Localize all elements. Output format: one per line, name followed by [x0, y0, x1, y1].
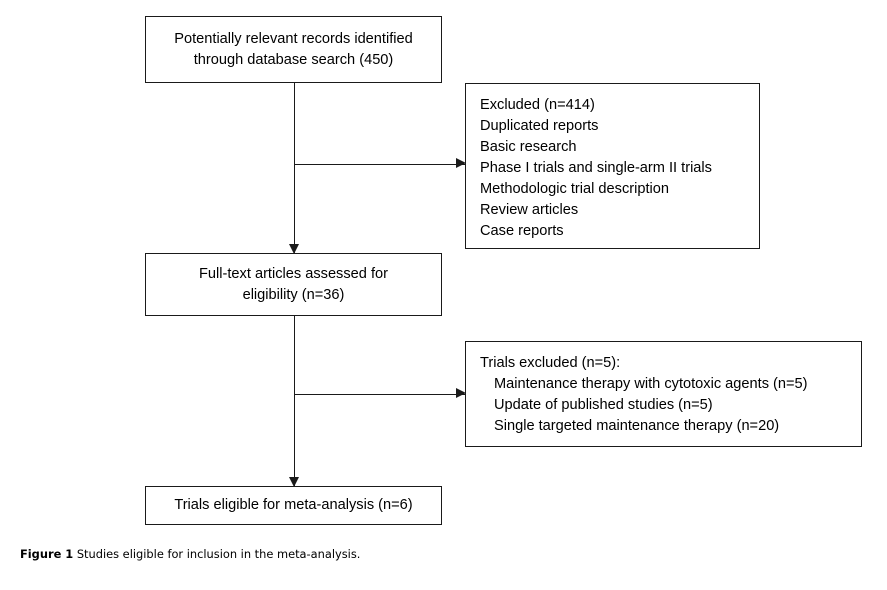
flow-node-fulltext-assessed: Full-text articles assessed for eligibil… [145, 253, 442, 316]
flow-node-line: Methodologic trial description [480, 181, 670, 197]
flow-node-line: Potentially relevant records identified [174, 30, 413, 47]
flow-node-line: eligibility (n=36) [242, 286, 345, 303]
figure-caption-text: Studies eligible for inclusion in the me… [76, 547, 361, 561]
connector-fulltext-to-eligible [293, 316, 296, 486]
flow-node-records-identified: Potentially relevant records identified … [145, 16, 442, 83]
flow-node-line: Case reports [480, 223, 564, 239]
flow-node-line: Review articles [480, 202, 579, 218]
arrowhead-down-icon [288, 477, 299, 487]
arrowhead-down-icon [288, 244, 299, 254]
flow-node-line: Duplicated reports [480, 118, 599, 134]
flow-node-line: Single targeted maintenance therapy (n=2… [494, 418, 780, 434]
arrowhead-right-icon [456, 158, 466, 169]
figure-caption: Figure 1 Studies eligible for inclusion … [20, 546, 360, 562]
flow-node-line: Basic research [480, 139, 577, 155]
flow-node-line: Full-text articles assessed for [199, 265, 388, 282]
connector-identified-to-fulltext [293, 83, 296, 253]
flow-node-trials-eligible: Trials eligible for meta-analysis (n=6) [145, 486, 442, 525]
flow-node-excluded-reasons: Excluded (n=414) Duplicated reports Basi… [465, 83, 760, 249]
flow-node-text: Potentially relevant records identified … [174, 29, 413, 71]
flow-node-line: Trials eligible for meta-analysis (n=6) [174, 497, 413, 513]
flow-node-line: Phase I trials and single-arm II trials [480, 160, 712, 176]
arrowhead-right-icon [456, 388, 466, 399]
flow-node-line: Update of published studies (n=5) [494, 397, 713, 413]
figure-caption-label: Figure 1 [20, 547, 74, 561]
connector-branch-to-trials-excluded [294, 393, 465, 396]
flow-node-line: Trials excluded (n=5): [480, 355, 621, 371]
flow-node-line: Maintenance therapy with cytotoxic agent… [494, 376, 808, 392]
flow-node-line: Excluded (n=414) [480, 97, 595, 113]
connector-branch-to-excluded [294, 163, 465, 166]
flow-node-trials-excluded: Trials excluded (n=5): Maintenance thera… [465, 341, 862, 447]
flow-node-text: Full-text articles assessed for eligibil… [199, 264, 388, 306]
flow-node-line: through database search (450) [193, 51, 394, 68]
